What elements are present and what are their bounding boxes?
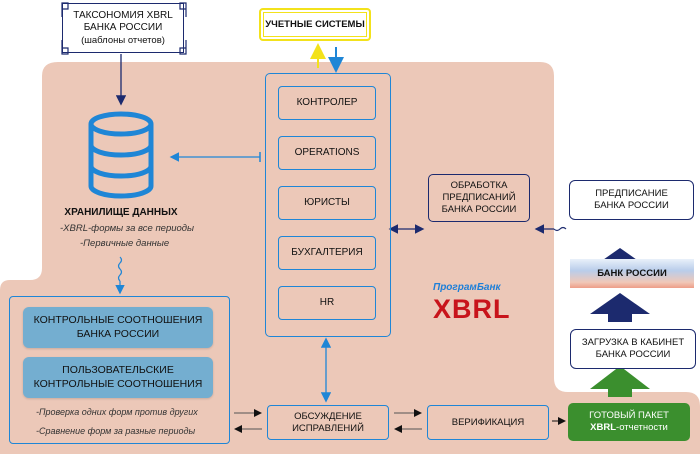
department-hr[interactable]: HR	[278, 286, 376, 320]
ready-package-box[interactable]: ГОТОВЫЙ ПАКЕТ XBRL-отчетности	[568, 403, 690, 441]
user-ratios-line2: КОНТРОЛЬНЫЕ СООТНОШЕНИЯ	[33, 377, 203, 390]
brand-name: ПрограмБанк	[433, 282, 501, 293]
storage-item: -Первичные данные	[80, 238, 170, 249]
bank-prescription-box[interactable]: ПРЕДПИСАНИЕ БАНКА РОССИИ	[569, 180, 694, 220]
prescription-line1: ПРЕДПИСАНИЕ	[595, 188, 668, 200]
control-note: -Проверка одних форм против других	[36, 407, 198, 417]
verification-box[interactable]: ВЕРИФИКАЦИЯ	[427, 405, 549, 440]
upload-line1: ЗАГРУЗКА В КАБИНЕТ	[581, 337, 685, 349]
accounting-systems-box: УЧЕТНЫЕ СИСТЕМЫ	[259, 8, 371, 41]
bank-ratios-line2: БАНКА РОССИИ	[76, 327, 160, 340]
department-label: ЮРИСТЫ	[304, 196, 350, 208]
department-label: OPERATIONS	[294, 146, 360, 158]
processing-line1: ОБРАБОТКА	[450, 180, 508, 192]
prescription-processing-box[interactable]: ОБРАБОТКА ПРЕДПИСАНИЙ БАНКА РОССИИ	[428, 174, 530, 222]
user-control-ratios[interactable]: ПОЛЬЗОВАТЕЛЬСКИЕ КОНТРОЛЬНЫЕ СООТНОШЕНИЯ	[23, 357, 213, 398]
processing-line3: БАНКА РОССИИ	[441, 203, 517, 215]
prescription-line2: БАНКА РОССИИ	[594, 200, 669, 211]
department-accounting[interactable]: БУХГАЛТЕРИЯ	[278, 236, 376, 270]
accounting-systems-label: УЧЕТНЫЕ СИСТЕМЫ	[265, 18, 365, 30]
taxonomy-box: ТАКСОНОМИЯ XBRL БАНКА РОССИИ (шаблоны от…	[62, 3, 184, 53]
storage-title: ХРАНИЛИЩЕ ДАННЫХ	[64, 207, 178, 218]
taxonomy-line3: (шаблоны отчетов)	[81, 34, 165, 46]
departments-container	[265, 73, 391, 337]
bank-of-russia-box: БАНК РОССИИ	[570, 259, 694, 288]
taxonomy-corner-ornaments	[61, 2, 187, 55]
department-operations[interactable]: OPERATIONS	[278, 136, 376, 170]
discussion-line2: ИСПРАВЛЕНИЙ	[292, 422, 364, 434]
package-line1: ГОТОВЫЙ ПАКЕТ	[589, 410, 669, 422]
package-suffix: -отчетности	[616, 422, 668, 433]
taxonomy-line1: ТАКСОНОМИЯ XBRL	[73, 9, 173, 21]
arrow-upload-to-bank	[590, 293, 650, 322]
discussion-box[interactable]: ОБСУЖДЕНИЕ ИСПРАВЛЕНИЙ	[267, 405, 389, 440]
bank-control-ratios[interactable]: КОНТРОЛЬНЫЕ СООТНОШЕНИЯ БАНКА РОССИИ	[23, 307, 213, 348]
taxonomy-line2: БАНКА РОССИИ	[83, 22, 163, 34]
processing-line2: ПРЕДПИСАНИЙ	[442, 192, 516, 204]
department-controller[interactable]: КОНТРОЛЕР	[278, 86, 376, 120]
database-icon	[88, 111, 154, 199]
control-ratios-container	[9, 296, 230, 444]
brand-product: XBRL	[433, 294, 511, 324]
upload-line2: БАНКА РОССИИ	[595, 349, 671, 360]
user-ratios-line1: ПОЛЬЗОВАТЕЛЬСКИЕ	[62, 364, 174, 377]
package-line2: XBRL-отчетности	[590, 422, 668, 434]
bank-of-russia-label: БАНК РОССИИ	[597, 267, 667, 279]
department-label: КОНТРОЛЕР	[296, 96, 358, 108]
package-xbrl: XBRL	[590, 422, 617, 433]
arrow-package-to-upload	[590, 366, 650, 397]
verification-label: ВЕРИФИКАЦИЯ	[451, 416, 525, 428]
upload-box[interactable]: ЗАГРУЗКА В КАБИНЕТ БАНКА РОССИИ	[570, 329, 696, 369]
department-label: БУХГАЛТЕРИЯ	[291, 246, 363, 258]
department-label: HR	[319, 296, 335, 308]
control-note: -Сравнение форм за разные периоды	[36, 426, 196, 436]
department-lawyers[interactable]: ЮРИСТЫ	[278, 186, 376, 220]
storage-item: -XBRL-формы за все периоды	[60, 223, 195, 234]
discussion-line1: ОБСУЖДЕНИЕ	[294, 410, 362, 422]
bank-ratios-line1: КОНТРОЛЬНЫЕ СООТНОШЕНИЯ	[33, 314, 203, 327]
